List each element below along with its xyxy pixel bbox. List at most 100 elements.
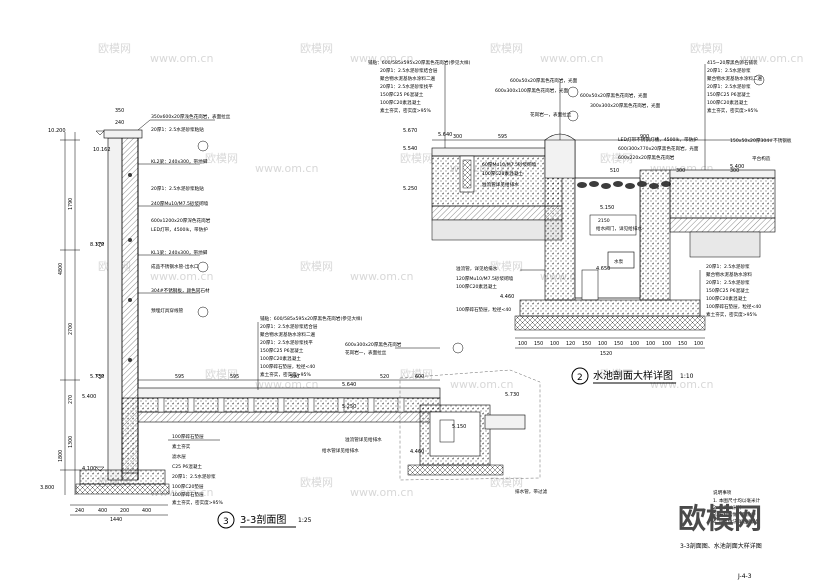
drawing-title-right: 2 水池剖面大样详图 1:10 [571,367,694,385]
callout-text: C25 P6混凝土 [172,463,202,470]
sheet-title: 3-3剖面图、水池剖面大样详图 [680,542,762,550]
outlet-icon [128,173,132,177]
dimension-label: 150 [582,341,591,347]
pool-detail-callouts-left: 铺贴：600/585x595x20厚黑色花岗岩(参见大样) 20厚1：2.5水泥… [368,59,471,148]
callout-text: 120厚Mu10/M7.5砂浆砌墙 [456,275,514,282]
callout-text: 给水管详见给排水 [322,447,359,454]
feature-wall [107,137,123,481]
outlet-icon [128,358,132,362]
dimension-label: 595 [230,374,239,380]
callout-text: 415~20厚黑色卵石铺装 [707,59,758,66]
callout-text: 600x300x20厚黑色花岗岩 [345,341,402,348]
watermark-url: www.om.cn [150,270,213,283]
pool-wall-right [639,169,671,301]
callout-text: 20厚1：2.5水泥砂浆结合层 [380,67,438,74]
watermark: 欧模网 [490,260,523,273]
watermark: 欧模网 [205,368,238,381]
dimension-label: 400 [98,508,107,514]
drawing-title: 水池剖面大样详图 [593,369,673,382]
outlet-icon [128,298,132,302]
callout-text: 20厚1：2.5水泥砂浆粘贴 [151,126,204,133]
callout-text: 20厚1：2.5水泥砂浆 [707,83,751,90]
elevation-label: 10.162 [93,147,111,153]
dimension-label: 100 [646,341,655,347]
callout-text: 150厚C25 P6混凝土 [260,347,304,354]
watermark-url: www.om.cn [350,270,413,283]
sheet-number: J-4-3 [737,573,752,580]
dimension-label: 240 [75,508,84,514]
callout-text: LED灯带不锈钢灯槽，4500lk，带防护 [618,136,698,143]
callout-text: 成品不锈钢水管-出水口 [151,263,199,270]
callout-text: 150厚C25 P6混凝土 [380,91,424,98]
callout-text: 100厚C20素混凝土 [456,283,497,290]
dimension-label: 150 [614,341,623,347]
callout-text: 350x600x20厚浅色花岗岩，表面拉丝 [151,113,231,120]
callout-text: 排水管，带过滤 [515,488,548,495]
pool-callouts-left: 600x300x20厚黑色花岗岩 花岗岩一，表面拉丝 溢流管详见给排水 给水管详… [322,341,548,495]
callout-text: 素土夯实，密实度>95% [706,311,757,318]
drawing-number-circle [571,367,589,385]
notes-heading: 说明事项 [713,489,732,496]
callout-text: 20厚1：2.5水泥砂浆找平 [380,83,433,90]
watermark-url: www.om.cn [650,378,713,391]
pool-detail-drawing: 水泵 5.670 5.640 5.540 5.250 [368,59,792,385]
callout-text: 100厚碎石垫层，粒径<40 [706,303,761,310]
notes-line: 1. 本图尺寸均以毫米计 [713,497,761,504]
paving-layer [431,147,563,157]
dimension-label: 100 [518,341,527,347]
callout-text: 100厚碎石垫层 [172,491,204,498]
pebble-fill [577,181,671,189]
dimension-label: 100 [550,341,559,347]
notes-line: 4. 防水做法详见总说明 [713,518,761,525]
callout-text: 素土夯实，密实度>95% [380,107,431,114]
watermark-url: www.om.cn [150,52,213,65]
watermark: 欧模网 [300,42,333,55]
notes-line: 3. 石材需做六面防护 [713,511,756,518]
dimension-label: 100 [630,341,639,347]
callout-text: 600/300x770x20厚黑色花岗岩，光面 [618,145,699,152]
elevation-label: 5.150 [452,424,466,430]
drawing-number: 3 [223,517,229,527]
elevation-label: 5.400 [82,394,96,400]
watermark-url: www.om.cn [450,378,513,391]
dimension-label: 590 [290,374,299,380]
pump-icon [607,251,635,269]
callout-text: 150厚C25 P6混凝土 [706,287,750,294]
watermark: 欧模网 [490,42,523,55]
watermark: 欧模网 [690,42,723,55]
elevation-label: 5.250 [342,404,356,410]
callout-text: 滤水层 [172,453,186,460]
drawing-scale: 1:10 [680,373,694,380]
dimension-label: 100 [694,341,703,347]
dimension-label: 240 [115,120,124,126]
elevation-label: 5.400 [730,164,744,170]
watermark: 欧模网 [490,476,523,489]
detail-marker-icon [197,306,209,318]
drawing-scale: 1:25 [298,517,312,524]
dimension-label: 1790 [68,198,74,210]
callout-text: 溢流管详见给排水 [482,181,519,188]
callout-text: 20厚1：2.5水泥砂浆结合层 [260,323,318,330]
callout-text: 20厚1：2.5水泥砂浆 [172,473,216,480]
detail-marker-icon [753,74,765,86]
elevation-label: 4.100 [82,466,96,472]
elevation-label: 10.200 [48,128,66,134]
callout-text: 花岗岩一，表面拉丝 [530,111,572,118]
dimension-label: 4800 [58,263,64,275]
dimension-label: 400 [142,508,151,514]
watermark: 欧模网 [600,368,633,381]
callout-text: 20厚1：2.5水泥砂浆 [706,263,750,270]
watermark: 欧模网 [600,152,633,165]
callout-text: 100厚碎石垫层 [172,433,204,440]
callout-text: 素土夯实，密实度>95% [260,371,311,378]
callout-text: 铺贴：600/585x595x20厚黑色花岗岩(参见大样) [368,59,471,66]
drawing-title: 3-3剖面图 [240,513,286,526]
pump-label: 水泵 [614,258,624,265]
dimension-label: 595 [175,374,184,380]
elevation-label: 3.800 [40,485,54,491]
horizontal-dimensions-bottom-right: 100 150 100 120 150 100 150 100 100 100 … [515,337,705,357]
dimension-label: 510 [610,168,619,174]
callout-text: 聚合物水泥基防水涂料 [706,271,752,278]
callout-text: 600x50x20厚黑色花岗岩，光面 [580,92,648,99]
detail-marker-icon [567,110,579,122]
